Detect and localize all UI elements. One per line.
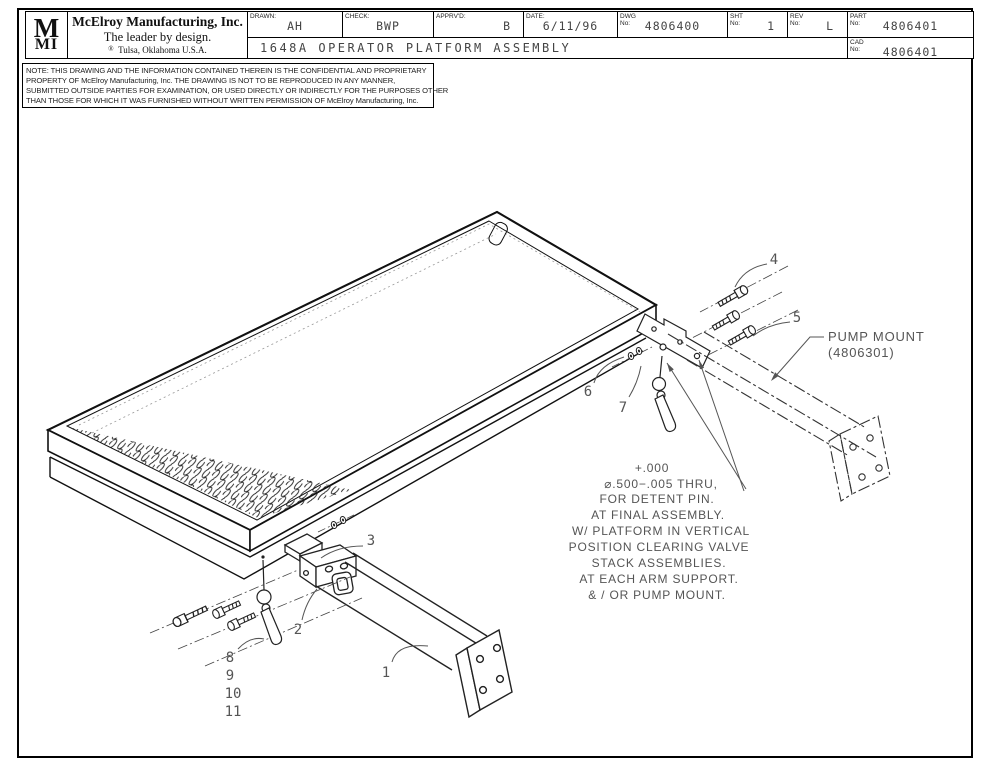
title-block: M MI McElroy Manufacturing, Inc. The lea…	[25, 11, 974, 59]
svg-text:AT EACH ARM SUPPORT.: AT EACH ARM SUPPORT.	[579, 572, 738, 586]
svg-text:⌀.500−.005 THRU,: ⌀.500−.005 THRU,	[604, 477, 718, 491]
part-no-value: 4806401	[882, 19, 939, 33]
svg-text:W/ PLATFORM IN VERTICAL: W/ PLATFORM IN VERTICAL	[572, 524, 750, 538]
company-info: McElroy Manufacturing, Inc. The leader b…	[68, 12, 248, 58]
callout-7: 7	[619, 400, 627, 416]
callout-8: 8	[226, 650, 234, 666]
grating-pattern	[68, 427, 352, 518]
apprvd-value: B	[503, 19, 511, 33]
right-end-bracket	[636, 313, 711, 369]
logo-letter-m: M	[33, 12, 60, 43]
svg-text:STACK ASSEMBLIES.: STACK ASSEMBLIES.	[592, 556, 727, 570]
callout-11: 11	[225, 704, 242, 720]
callout-leaders	[237, 263, 824, 663]
callout-3: 3	[367, 533, 375, 549]
callout-6: 6	[584, 384, 592, 400]
svg-text:+.000: +.000	[635, 461, 669, 475]
bolts-8-11	[149, 569, 363, 667]
callout-5: 5	[793, 310, 801, 326]
company-location: ® Tulsa, Oklahoma U.S.A.	[108, 45, 207, 55]
confidentiality-note: NOTE: THIS DRAWING AND THE INFORMATION C…	[22, 63, 449, 108]
company-name: McElroy Manufacturing, Inc.	[72, 14, 243, 29]
platform-arm	[315, 552, 513, 719]
drawn-value: AH	[287, 19, 303, 33]
pump-mount-label: PUMP MOUNT	[828, 329, 925, 344]
field-apprvd: APPRV'D: B	[434, 12, 524, 37]
operator-platform-tray	[45, 210, 659, 580]
pump-mount-plate-holes	[849, 434, 883, 481]
callout-2: 2	[294, 622, 302, 638]
sht-no-value: 1	[767, 19, 775, 33]
date-value: 6/11/96	[542, 19, 599, 33]
note-line: PROPERTY OF McElroy Manufacturing, Inc. …	[26, 75, 396, 85]
callout-10: 10	[225, 686, 242, 702]
field-row: DRAWN: AH CHECK: BWP APPRV'D: B DATE: 6/…	[248, 12, 847, 38]
title-block-middle: DRAWN: AH CHECK: BWP APPRV'D: B DATE: 6/…	[248, 12, 848, 58]
drawing-title-row: 1648A OPERATOR PLATFORM ASSEMBLY	[248, 38, 847, 58]
callout-4: 4	[770, 252, 778, 268]
registered-mark: ®	[108, 45, 114, 53]
company-tagline: The leader by design.	[103, 30, 212, 44]
svg-text:AT FINAL ASSEMBLY.: AT FINAL ASSEMBLY.	[591, 508, 725, 522]
washers-bracket-top	[317, 513, 357, 533]
detent-pin-right	[651, 355, 677, 433]
detent-pin-left	[256, 555, 283, 646]
rev-no-value: L	[826, 19, 834, 33]
logo-letters-mi: MI	[34, 36, 59, 54]
field-date: DATE: 6/11/96	[524, 12, 618, 37]
drawing-title: 1648A OPERATOR PLATFORM ASSEMBLY	[260, 41, 572, 55]
washers-6-7	[611, 346, 653, 368]
arm-support-bracket	[283, 533, 358, 596]
field-check: CHECK: BWP	[343, 12, 434, 37]
callout-9: 9	[226, 668, 234, 684]
pump-mount-phantom	[667, 331, 891, 502]
svg-text:& / OR PUMP MOUNT.: & / OR PUMP MOUNT.	[588, 588, 726, 602]
sheet-border	[17, 8, 973, 758]
mmi-logo: M MI	[26, 12, 68, 58]
svg-text:FOR DETENT PIN.: FOR DETENT PIN.	[599, 492, 714, 506]
bolts-4-5	[691, 265, 799, 357]
dwg-no-value: 4806400	[644, 19, 701, 33]
pump-mount-number: (4806301)	[828, 345, 894, 360]
tolerance-note: +.000 ⌀.500−.005 THRU, FOR DETENT PIN. A…	[569, 461, 750, 602]
note-line: THAN THOSE FOR WHICH IT WAS FURNISHED WI…	[26, 95, 419, 105]
cad-no-value: 4806401	[882, 45, 939, 59]
callout-1: 1	[382, 665, 390, 681]
field-drawn: DRAWN: AH	[248, 12, 343, 37]
note-line: NOTE: THIS DRAWING AND THE INFORMATION C…	[26, 66, 427, 75]
note-line: SUBMITTED OUTSIDE PARTIES FOR EXAMINATIO…	[26, 85, 449, 95]
svg-text:POSITION CLEARING VALVE: POSITION CLEARING VALVE	[569, 540, 750, 554]
check-value: BWP	[376, 19, 400, 33]
